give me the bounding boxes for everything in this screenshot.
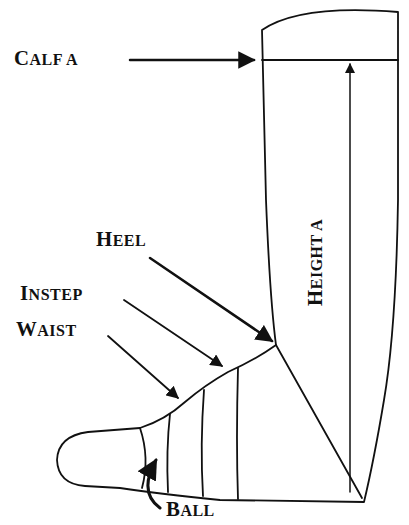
ball-leader	[148, 460, 160, 508]
part-label: BALL	[166, 498, 215, 521]
leg-outline	[57, 10, 398, 502]
waist-leader	[108, 336, 178, 398]
ball-line	[237, 368, 238, 499]
calf-line	[262, 59, 398, 61]
ball-line	[167, 414, 170, 492]
height-arrow	[349, 64, 351, 492]
part-label: HEEL	[96, 228, 146, 251]
heel-leader	[150, 258, 272, 341]
part-label: INSTEP	[20, 282, 83, 305]
dimension-label: HEIGHT A	[305, 218, 328, 305]
instep-leader	[124, 300, 222, 366]
heel-diagonal	[276, 345, 362, 498]
part-label: CALF A	[14, 47, 78, 70]
ball-line	[202, 390, 204, 496]
calf-leader	[130, 59, 254, 62]
part-label: WAIST	[16, 318, 77, 341]
toe-line	[140, 428, 146, 488]
